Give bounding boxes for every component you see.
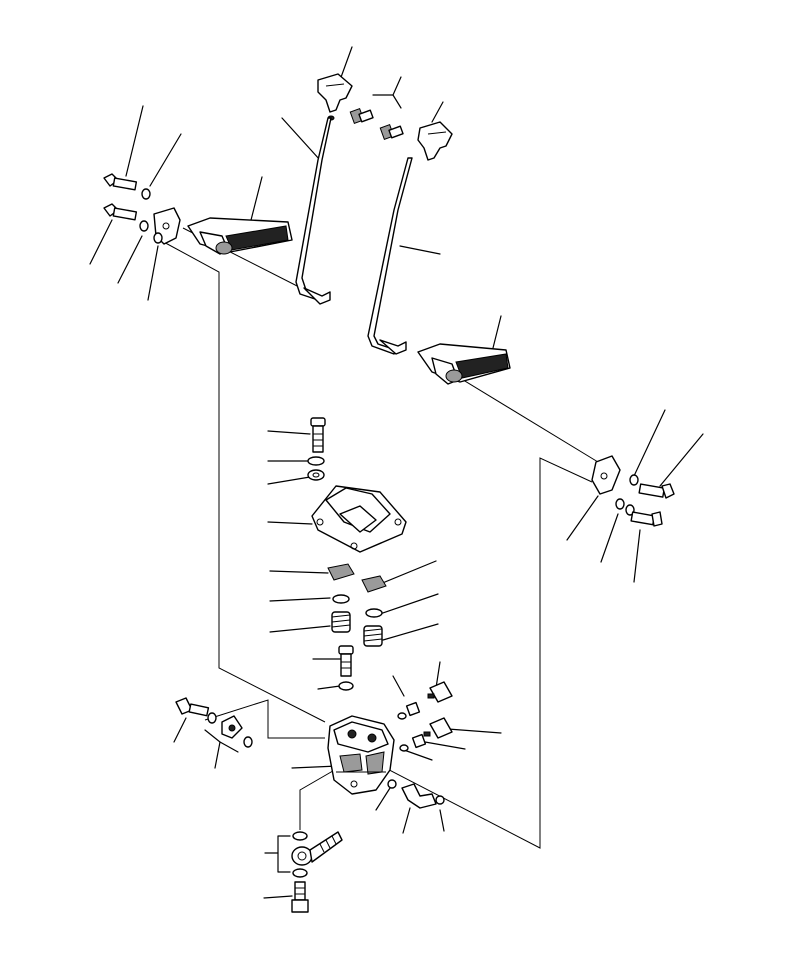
- right-bolt-upper: [638, 483, 675, 499]
- banjo-washer-lower: [292, 868, 308, 878]
- left-lever-rod: [295, 117, 332, 305]
- left-bolt-upper: [103, 173, 138, 191]
- right-washer-mid: [615, 498, 625, 510]
- left-washer-mid: [139, 220, 149, 232]
- spring-right: [363, 625, 383, 647]
- elbow-fitting: [387, 779, 445, 809]
- spring-left: [331, 611, 351, 633]
- leader-lines: [89, 46, 704, 899]
- banjo-hose-fitting: [291, 831, 343, 866]
- valve-mount-washer: [338, 681, 354, 691]
- lever-knob-right: [417, 121, 453, 161]
- side-washer-2: [243, 736, 253, 748]
- left-pedal-assembly: [187, 217, 293, 255]
- plug-lower: [411, 733, 427, 749]
- o-ring-upper: [397, 712, 407, 720]
- side-washer-1: [207, 712, 217, 724]
- right-lever-rod: [367, 157, 413, 355]
- retainer-right: [365, 608, 383, 618]
- valve-cover: [311, 485, 407, 553]
- fitting-upper: [427, 681, 453, 703]
- valve-mount-bolt: [338, 645, 354, 677]
- knob-bolt-2: [379, 124, 404, 140]
- banjo-washer-upper: [292, 831, 308, 841]
- pusher-cap-right: [361, 575, 387, 593]
- pilot-valve-body: [327, 715, 395, 795]
- cover-washer-2: [307, 469, 325, 481]
- left-washer-upper: [141, 188, 151, 200]
- side-spacer: [221, 715, 243, 739]
- left-washer-lower: [153, 232, 163, 244]
- o-ring-lower: [399, 744, 409, 752]
- banjo-bolt: [291, 881, 309, 913]
- knob-bolt-1: [349, 108, 374, 124]
- cover-washer-1: [307, 456, 325, 466]
- lever-knob-left: [317, 73, 353, 121]
- pusher-cap-left: [327, 563, 355, 581]
- plug-upper: [405, 701, 421, 717]
- retainer-left: [332, 594, 350, 604]
- side-bolt: [175, 697, 210, 717]
- right-washer-upper: [629, 474, 639, 486]
- right-bolt-lower: [630, 511, 663, 527]
- right-pedal-assembly: [417, 343, 511, 385]
- right-pedal-bracket: [591, 455, 621, 495]
- fitting-lower: [423, 717, 453, 739]
- cover-bolt: [310, 417, 326, 453]
- left-bolt-lower: [103, 203, 138, 221]
